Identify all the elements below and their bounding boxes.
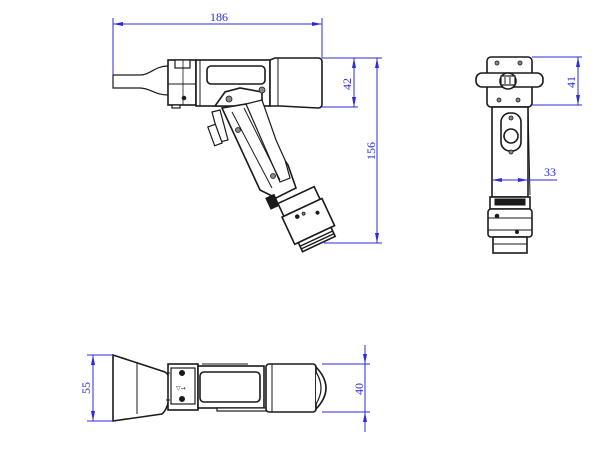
dimension-label-186: 186 bbox=[210, 10, 228, 24]
dimension-label-42: 42 bbox=[340, 78, 354, 90]
dimension-handle-width: 33 bbox=[492, 165, 557, 182]
dimension-label-41: 41 bbox=[564, 76, 578, 88]
dimension-label-40: 40 bbox=[352, 383, 366, 395]
dimension-label-55: 55 bbox=[79, 382, 93, 394]
dimension-overall-height: 156 bbox=[324, 58, 382, 244]
rear-view: 41 33 bbox=[475, 56, 582, 254]
side-view: 186 42 156 bbox=[112, 10, 382, 253]
dimension-head-height: 42 bbox=[322, 57, 382, 108]
svg-text:▽→: ▽→ bbox=[176, 385, 186, 392]
dimension-label-156: 156 bbox=[364, 142, 378, 160]
dimension-body-height: 40 bbox=[322, 345, 370, 432]
dimension-label-33: 33 bbox=[544, 165, 556, 179]
dimension-overall-length: 186 bbox=[112, 10, 323, 75]
dimension-rear-head-height: 41 bbox=[532, 56, 582, 106]
top-view: ▽→ 55 40 bbox=[79, 345, 370, 432]
dimension-nozzle-width: 55 bbox=[79, 354, 113, 422]
